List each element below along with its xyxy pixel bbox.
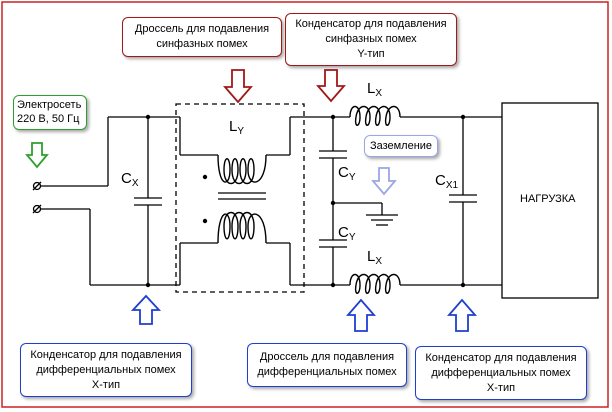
x-cap-left-callout-line2: дифференциальных помех: [36, 364, 176, 376]
common-mode-choke-box: [175, 103, 305, 293]
diff-choke-callout-line1: Дроссель для подавления: [259, 351, 395, 363]
load-label: НАГРУЗКА: [520, 193, 576, 205]
mains-callout: Электросеть 220 В, 50 Гц: [13, 95, 87, 130]
x-cap-left-callout-line1: Конденсатор для подавления: [30, 349, 182, 361]
x-cap-right-callout-line3: X-тип: [486, 382, 516, 394]
x-cap-left-arrow-icon: [130, 294, 162, 325]
x-cap-left-callout: Конденсатор для подавления дифференциаль…: [20, 343, 192, 397]
diff-choke-callout-line2: дифференциальных помех: [257, 366, 397, 378]
lx-top-label: LX: [367, 80, 383, 99]
circuit-wires: [40, 116, 502, 286]
x-cap-right-arrow-icon: [447, 298, 477, 332]
lx-bottom-label: LX: [367, 248, 383, 267]
x-cap-right-callout: Конденсатор для подавления дифференциаль…: [415, 346, 587, 400]
ground-callout: Заземление: [364, 135, 438, 157]
input-terminals: [32, 181, 42, 214]
y-capacitor-callout-line1: Конденсатор для подавления: [295, 18, 447, 30]
mains-arrow-icon: [25, 142, 49, 169]
x-cap-left-callout-line3: X-тип: [91, 379, 121, 391]
cx-label: CX: [121, 170, 139, 189]
ground-arrow-icon: [371, 167, 397, 196]
x-cap-right-callout-line2: дифференциальных помех: [431, 367, 571, 379]
mains-callout-line1: Электросеть: [17, 99, 82, 111]
load-box: [501, 102, 599, 299]
y-capacitor-arrow-icon: [316, 69, 346, 103]
cm-choke-callout: Дроссель для подавления синфазных помех: [122, 17, 282, 57]
cm-choke-callout-line1: Дроссель для подавления: [134, 23, 270, 35]
x-cap-right-callout-line1: Конденсатор для подавления: [425, 352, 577, 364]
diff-mode-chokes: [349, 105, 401, 294]
ground-callout-text: Заземление: [369, 140, 433, 152]
cy-bottom-label: CY: [338, 224, 356, 243]
diff-choke-arrow-icon: [346, 298, 376, 332]
cy-top-label: CY: [338, 164, 356, 183]
y-capacitor-callout-line2: синфазных помех: [325, 33, 417, 45]
ly-label: LY: [229, 118, 245, 137]
common-mode-choke-coils: [217, 154, 267, 244]
mains-callout-line2: 220 В, 50 Гц: [17, 113, 80, 125]
y-capacitor-callout-line3: Y-тип: [357, 48, 385, 60]
cm-choke-callout-line2: синфазных помех: [156, 38, 248, 50]
cx1-label: CX1: [435, 172, 459, 191]
junction-dots: [145, 114, 466, 288]
diff-choke-callout: Дроссель для подавления дифференциальных…: [247, 343, 407, 387]
cm-choke-arrow-icon: [223, 69, 253, 104]
y-capacitor-callout: Конденсатор для подавления синфазных пом…: [285, 13, 457, 66]
